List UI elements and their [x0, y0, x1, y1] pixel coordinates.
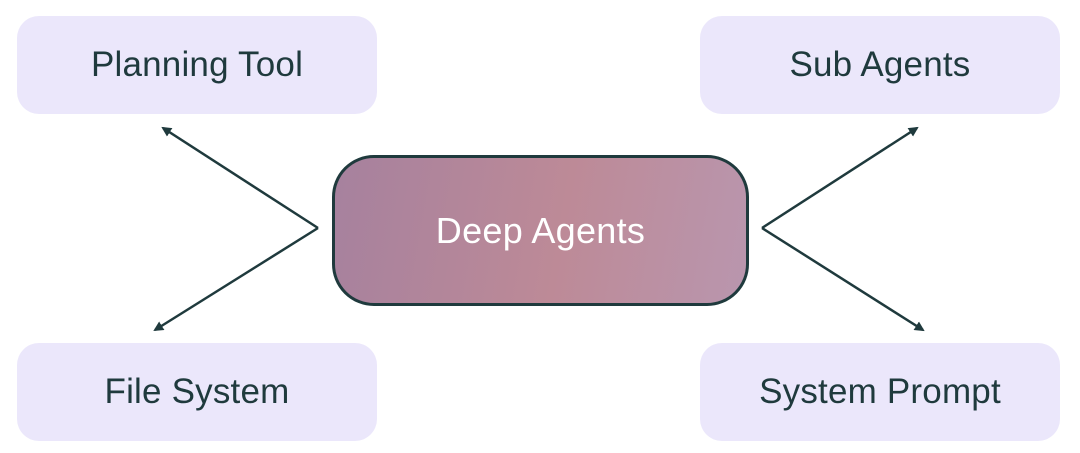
center-node-deep-agents: Deep Agents [332, 155, 749, 306]
arrow-to-file-system [153, 226, 319, 332]
node-label: Sub Agents [789, 45, 971, 84]
node-sub-agents: Sub Agents [700, 16, 1060, 114]
node-label: Planning Tool [90, 45, 304, 84]
node-system-prompt: System Prompt [700, 343, 1060, 441]
arrow-to-system-prompt [761, 226, 925, 332]
node-planning-tool: Planning Tool [17, 16, 377, 114]
arrow-to-planning-tool [161, 126, 319, 230]
arrow-to-sub-agents [761, 126, 919, 230]
node-label: System Prompt [759, 372, 1001, 411]
node-label: File System [104, 372, 290, 411]
node-file-system: File System [17, 343, 377, 441]
center-label: Deep Agents [435, 209, 646, 251]
